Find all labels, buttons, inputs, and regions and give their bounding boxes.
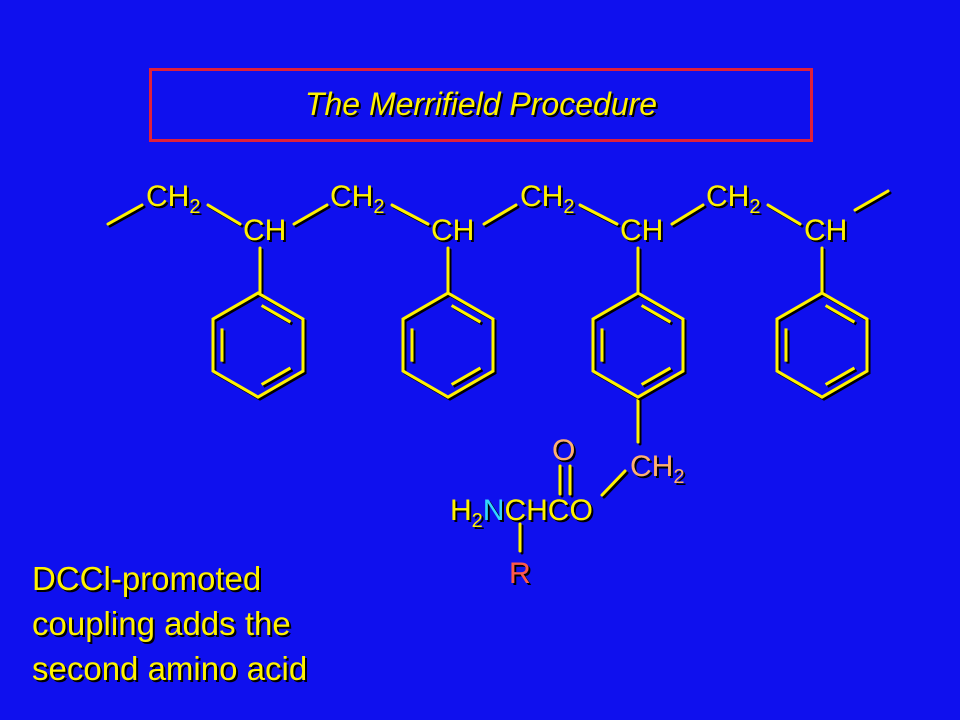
- linker-ch2: CH2: [630, 450, 684, 488]
- ch2-subscript: 2: [673, 466, 684, 488]
- title-box: The Merrifield Procedure: [149, 68, 813, 142]
- benzene-ring-3: [591, 291, 685, 399]
- ring-double-bond: [824, 304, 856, 324]
- ring-double-bond: [824, 366, 856, 386]
- benzene-rings: [211, 291, 869, 399]
- amino-acid-chain: H2NCHCO: [450, 494, 593, 532]
- backbone-ch2-2: CH2: [330, 180, 384, 218]
- caption-line-1: DCCl-promoted: [32, 560, 262, 597]
- caption: DCCl-promoted coupling adds the second a…: [32, 556, 307, 691]
- backbone-ch-2: CH: [431, 214, 474, 247]
- ch2-subscript: 2: [749, 196, 760, 218]
- r-group: R: [509, 557, 531, 590]
- backbone-ch-3: CH: [620, 214, 663, 247]
- benzene-ring-1: [211, 291, 305, 399]
- ring-double-bond: [260, 366, 292, 386]
- backbone-ch-4: CH: [804, 214, 847, 247]
- backbone-ch-1: CH: [243, 214, 286, 247]
- chain-rest: CHCO: [504, 494, 592, 527]
- slide-title: The Merrifield Procedure: [304, 86, 658, 122]
- benzene-ring-2: [401, 291, 495, 399]
- ring-double-bond: [640, 366, 672, 386]
- caption-line-2: coupling adds the: [32, 605, 291, 642]
- ch2-subscript: 2: [189, 196, 200, 218]
- ch2-subscript: 2: [563, 196, 574, 218]
- backbone-ch2-4: CH2: [706, 180, 760, 218]
- bond-lines: [106, 189, 890, 553]
- nitrogen-atom: N: [483, 494, 505, 527]
- atom-labels: CH2 CH2 CH2 CH2 CH CH CH CH CH2 O H2NCHC…: [146, 180, 847, 590]
- backbone-ch2-3: CH2: [520, 180, 574, 218]
- ring-double-bond: [640, 304, 672, 324]
- carbonyl-oxygen: O: [552, 434, 575, 467]
- caption-line-3: second amino acid: [32, 650, 308, 687]
- ring-double-bond: [450, 304, 482, 324]
- backbone-ch2-1: CH2: [146, 180, 200, 218]
- h2-subscript: 2: [472, 510, 483, 532]
- ring-double-bond: [260, 304, 292, 324]
- ring-double-bond: [450, 366, 482, 386]
- benzene-ring-4: [775, 291, 869, 399]
- ch2-subscript: 2: [373, 196, 384, 218]
